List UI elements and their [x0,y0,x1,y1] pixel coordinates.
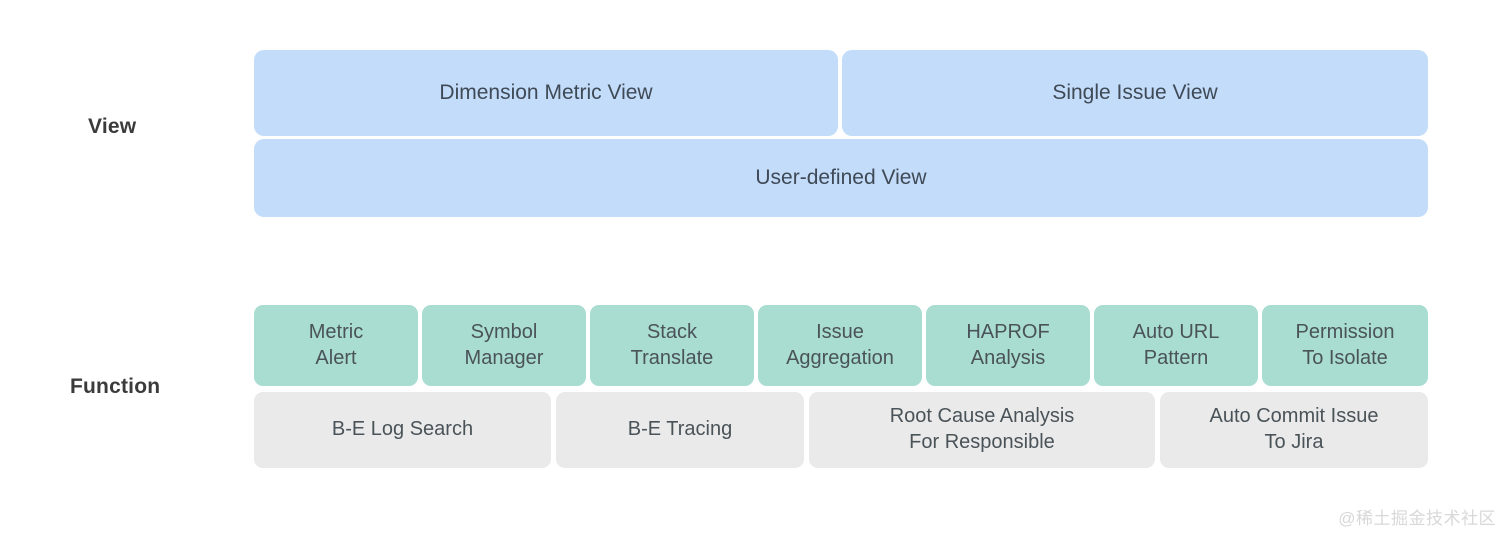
section-label-view: View [88,115,137,138]
view-box-single-issue-view[interactable]: Single Issue View [842,50,1428,136]
function-box-root-cause-analysis-for-responsible[interactable]: Root Cause Analysis For Responsible [809,392,1155,468]
section-label-function: Function [70,375,161,398]
function-box-permission-to-isolate[interactable]: Permission To Isolate [1262,305,1428,386]
function-box-metric-alert[interactable]: Metric Alert [254,305,418,386]
function-box-symbol-manager[interactable]: Symbol Manager [422,305,586,386]
function-box-stack-translate[interactable]: Stack Translate [590,305,754,386]
view-box-dimension-metric-view[interactable]: Dimension Metric View [254,50,838,136]
function-box-be-log-search[interactable]: B-E Log Search [254,392,551,468]
function-box-issue-aggregation[interactable]: Issue Aggregation [758,305,922,386]
function-box-auto-commit-issue-to-jira[interactable]: Auto Commit Issue To Jira [1160,392,1428,468]
function-box-haprof-analysis[interactable]: HAPROF Analysis [926,305,1090,386]
function-box-be-tracing[interactable]: B-E Tracing [556,392,804,468]
watermark: @稀土掘金技术社区 [1338,509,1496,528]
function-box-auto-url-pattern[interactable]: Auto URL Pattern [1094,305,1258,386]
view-box-user-defined-view[interactable]: User-defined View [254,139,1428,217]
